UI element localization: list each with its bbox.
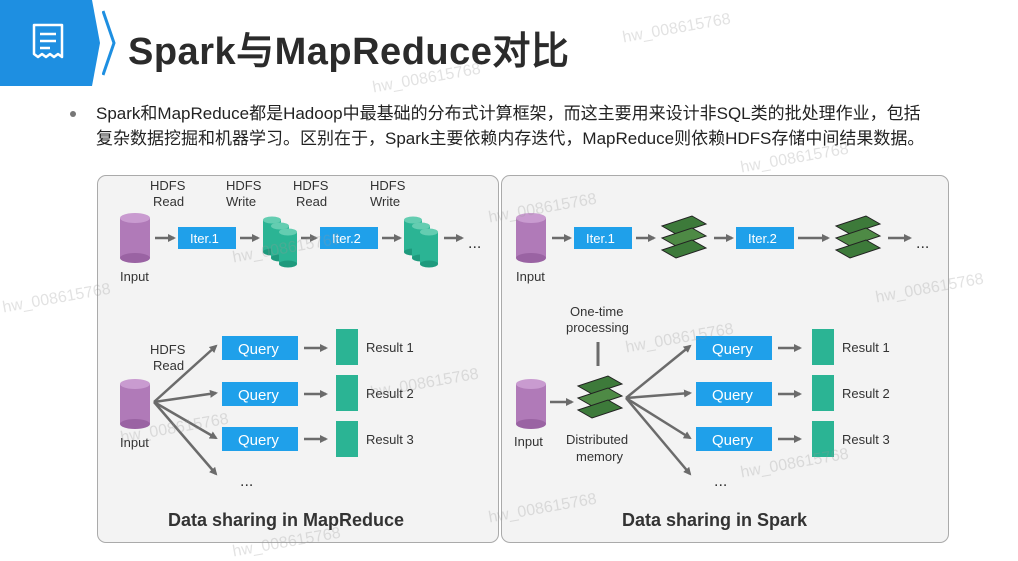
header-chevron-icon xyxy=(102,10,116,76)
mr-bottom-ellipsis: ... xyxy=(240,473,253,490)
mr-iter2-label: Iter.2 xyxy=(332,231,361,246)
mapreduce-diagram: Input HDFS Read HDFS Write HDFS Read HDF… xyxy=(120,178,481,530)
query-box xyxy=(696,382,772,406)
arrow xyxy=(625,389,692,400)
header-band xyxy=(0,0,100,86)
mr-iter1-label: Iter.1 xyxy=(190,231,219,246)
mr-top-ellipsis: ... xyxy=(468,235,481,252)
spark-panel: Input Iter.1 Iter.2 ... One-time process… xyxy=(501,175,949,543)
query-box xyxy=(222,336,298,360)
memory-stack-icon xyxy=(660,215,708,259)
mr-hdfs-write-2a: HDFS xyxy=(370,178,406,193)
hdfs-storage-stack-2 xyxy=(404,216,438,268)
hdfs-storage-stack-1 xyxy=(263,216,297,268)
arrow xyxy=(153,389,218,404)
spark-query-1: Query xyxy=(712,341,753,358)
spark-result-1: Result 1 xyxy=(842,340,890,355)
spark-diagram: Input Iter.1 Iter.2 ... One-time process… xyxy=(514,213,929,530)
result-box xyxy=(336,329,358,365)
mr-hdfs-write-1b: Write xyxy=(226,194,256,209)
spark-result-2: Result 2 xyxy=(842,386,890,401)
spark-iter2-label: Iter.2 xyxy=(748,231,777,246)
input-cylinder xyxy=(120,379,150,429)
result-box xyxy=(336,375,358,411)
mr-result-1: Result 1 xyxy=(366,340,414,355)
input-cylinder xyxy=(120,213,150,263)
mr-hdfs-read-3b: Read xyxy=(153,358,184,373)
result-box xyxy=(336,421,358,457)
mr-input-label: Input xyxy=(120,269,149,284)
spark-input-label: Input xyxy=(516,269,545,284)
input-cylinder xyxy=(516,213,546,263)
query-box xyxy=(222,382,298,406)
query-box xyxy=(696,336,772,360)
watermark: hw_008615768 xyxy=(1,280,112,317)
mr-query-1: Query xyxy=(238,341,279,358)
spark-query-2: Query xyxy=(712,387,753,404)
mr-query-2: Query xyxy=(238,387,279,404)
arrow xyxy=(153,400,218,440)
result-box xyxy=(812,375,834,411)
intro-line-1: Spark和MapReduce都是Hadoop中最基础的分布式计算框架，而这主要… xyxy=(96,104,921,123)
spark-onetime-a: One-time xyxy=(570,304,623,319)
spark-distributed-a: Distributed xyxy=(566,432,628,447)
spark-bottom-ellipsis: ... xyxy=(714,473,727,490)
arrow xyxy=(625,397,692,476)
iter1-box xyxy=(574,227,632,249)
query-box xyxy=(696,427,772,451)
mapreduce-panel: Input HDFS Read HDFS Write HDFS Read HDF… xyxy=(97,175,499,543)
page-title: Spark与MapReduce对比 xyxy=(128,31,570,73)
spark-top-ellipsis: ... xyxy=(916,235,929,252)
spark-iter1-label: Iter.1 xyxy=(586,231,615,246)
intro-paragraph: Spark和MapReduce都是Hadoop中最基础的分布式计算框架，而这主要… xyxy=(96,101,996,151)
mr-result-3: Result 3 xyxy=(366,432,414,447)
spark-result-3: Result 3 xyxy=(842,432,890,447)
mr-input-label-2: Input xyxy=(120,435,149,450)
query-box xyxy=(222,427,298,451)
iter1-box xyxy=(178,227,236,249)
mr-query-3: Query xyxy=(238,432,279,449)
result-box xyxy=(812,421,834,457)
mr-hdfs-read-1b: Read xyxy=(153,194,184,209)
spark-query-3: Query xyxy=(712,432,753,449)
distributed-memory-icon xyxy=(576,375,624,419)
spark-caption: Data sharing in Spark xyxy=(622,510,808,530)
result-box xyxy=(812,329,834,365)
mr-hdfs-read-2a: HDFS xyxy=(293,178,329,193)
input-cylinder xyxy=(516,379,546,429)
mr-hdfs-read-1a: HDFS xyxy=(150,178,186,193)
memory-stack-icon xyxy=(834,215,882,259)
iter2-box xyxy=(320,227,378,249)
arrow xyxy=(625,344,692,399)
watermark: hw_008615768 xyxy=(621,10,732,47)
arrow xyxy=(625,396,692,440)
mr-hdfs-write-1a: HDFS xyxy=(226,178,262,193)
document-list-icon xyxy=(32,23,64,59)
spark-input-label-2: Input xyxy=(514,434,543,449)
spark-distributed-b: memory xyxy=(576,449,623,464)
arrow xyxy=(153,401,218,476)
mr-hdfs-read-2b: Read xyxy=(296,194,327,209)
mapreduce-caption: Data sharing in MapReduce xyxy=(168,510,404,530)
mr-hdfs-write-2b: Write xyxy=(370,194,400,209)
mr-result-2: Result 2 xyxy=(366,386,414,401)
iter2-box xyxy=(736,227,794,249)
intro-line-2: 复杂数据挖掘和机器学习。区别在于，Spark主要依赖内存迭代，MapReduce… xyxy=(96,129,925,148)
arrow xyxy=(153,344,218,403)
mr-hdfs-read-3a: HDFS xyxy=(150,342,186,357)
bullet-dot xyxy=(70,111,76,117)
spark-onetime-b: processing xyxy=(566,320,629,335)
